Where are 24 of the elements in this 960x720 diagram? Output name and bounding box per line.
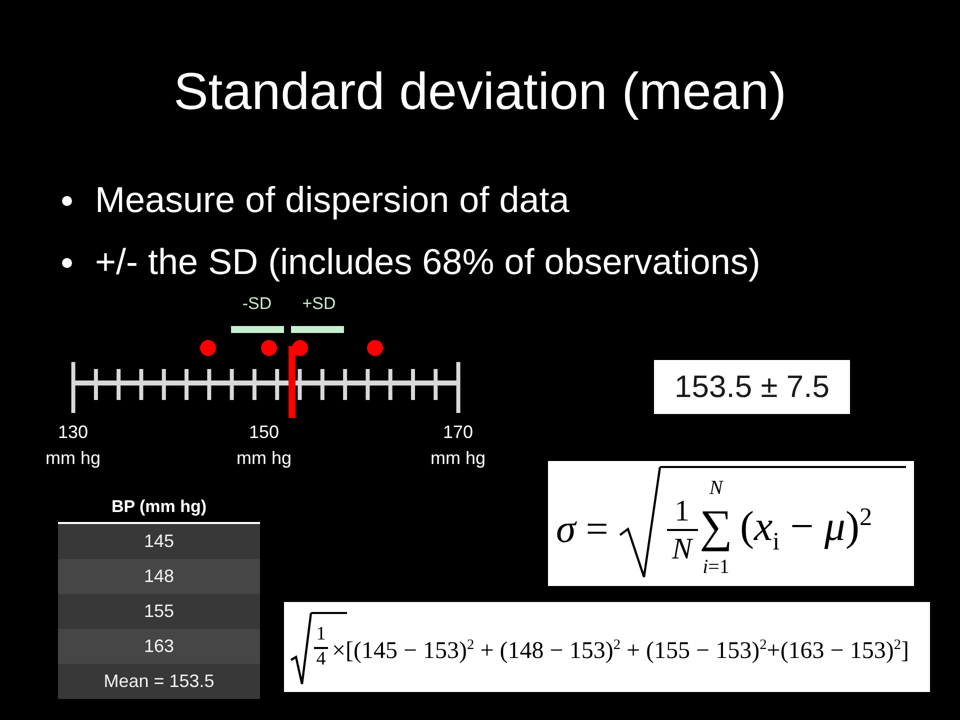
- table-cell: 145: [58, 524, 260, 559]
- fraction-denominator: N: [672, 532, 692, 566]
- bullet-text: Measure of dispersion of data: [95, 178, 570, 222]
- table-cell: Mean = 153.5: [58, 664, 260, 699]
- table-cell: 155: [58, 594, 260, 629]
- axis-label: 130 mm hg: [44, 421, 102, 470]
- bullet-text: +/- the SD (includes 68% of observations): [95, 240, 760, 284]
- fraction-denominator: 4: [316, 650, 326, 670]
- sd-label: +SD: [302, 294, 336, 314]
- axis-label: 150 mm hg: [235, 421, 292, 470]
- axis-label: 170 mm hg: [429, 421, 486, 470]
- mean-sd-value: 153.5 ± 7.5: [654, 360, 850, 414]
- summation-lower-limit: i=1: [702, 556, 730, 578]
- formula-term: (x$_{i}$ − μ)$^{2}$: [740, 504, 872, 550]
- formula-symbol: σ =: [556, 507, 608, 551]
- table-cell: 148: [58, 559, 260, 594]
- summation-sign: ∑: [700, 502, 732, 552]
- formula-expression: ×[(145 − 153)$^{2}$ + (148 − 153)$^{2}$ + (155 − 153)$^{2}$+(163 − 153)$^{2}$]: [332, 638, 910, 664]
- summation-upper-limit: N: [709, 477, 723, 499]
- fraction-numerator: 1: [316, 624, 326, 646]
- sd-label: -SD: [242, 294, 272, 314]
- table-cell: 163: [58, 629, 260, 664]
- slide-title: Standard deviation (mean): [174, 62, 786, 122]
- fraction-numerator: 1: [674, 494, 690, 528]
